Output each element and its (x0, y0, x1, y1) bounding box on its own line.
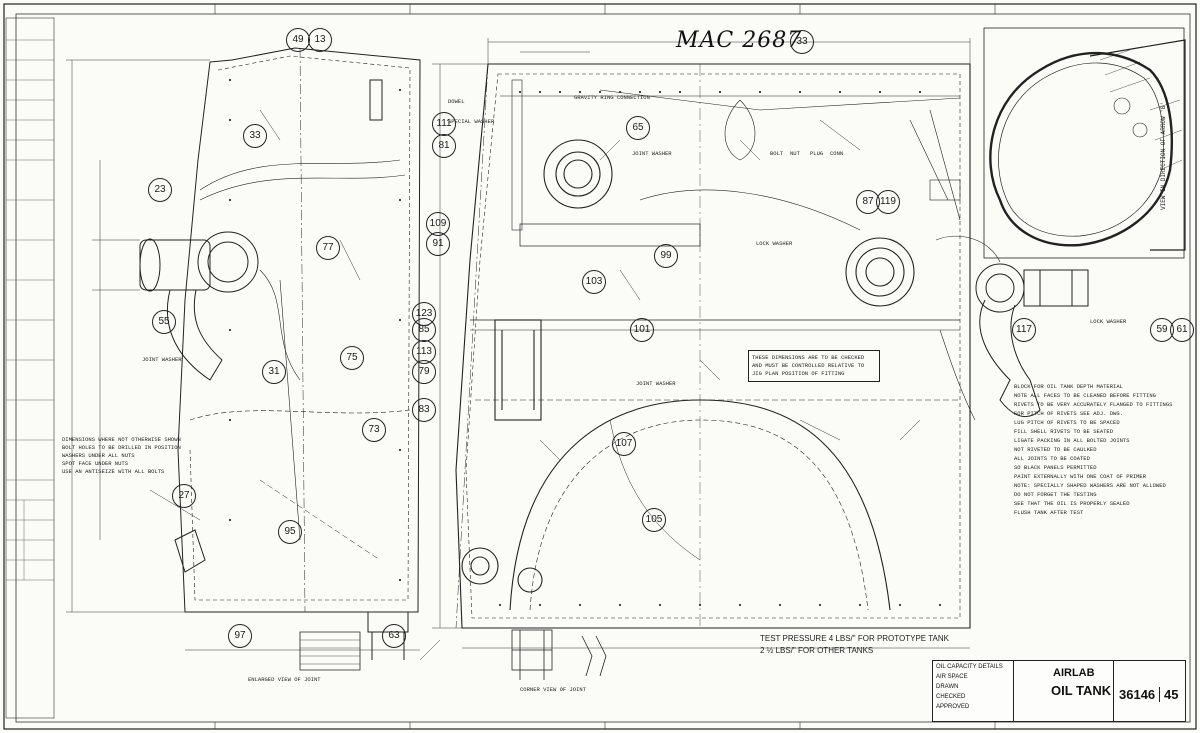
part-balloon: 95 (278, 520, 302, 544)
right-fitting-detail (935, 235, 1089, 421)
rivet-rows (228, 78, 942, 607)
part-label: PLUG (810, 150, 824, 157)
part-balloon: 61 (1170, 318, 1194, 342)
part-balloon: 55 (152, 310, 176, 334)
part-balloon: 65 (626, 116, 650, 140)
part-balloon: 77 (316, 236, 340, 260)
part-label: JOINT WASHER (636, 380, 676, 387)
leader-lines (149, 109, 921, 661)
test-pressure-note-1: TEST PRESSURE 4 LBS/" FOR PROTOTYPE TANK (760, 634, 949, 643)
inner-border (15, 13, 1191, 723)
notes-right: BLOCK FOR OIL TANK DEPTH MATERIAL NOTE A… (1014, 383, 1173, 516)
part-balloon: 99 (654, 244, 678, 268)
part-balloon: 23 (148, 178, 172, 202)
gravity-ring-note: GRAVITY RING CONNECTION (574, 94, 650, 101)
part-balloon: 33 (243, 124, 267, 148)
part-balloon: 97 (228, 624, 252, 648)
part-balloon: 119 (876, 190, 900, 214)
dimension-check-note: THESE DIMENSIONS ARE TO BE CHECKED AND M… (748, 350, 880, 382)
centre-dimensions (432, 38, 971, 649)
drawing-title-line1: AIRLAB (1053, 667, 1095, 679)
part-balloon: 49 (286, 28, 310, 52)
part-balloon: 103 (582, 270, 606, 294)
part-label: DOWEL (448, 98, 465, 105)
part-balloon: 13 (308, 28, 332, 52)
part-balloon: 63 (382, 624, 406, 648)
part-label: LOCK WASHER (1090, 318, 1127, 325)
revision-strip-lines (6, 39, 54, 581)
corner-view-label: CORNER VIEW OF JOINT (520, 686, 587, 693)
part-label: NUT (790, 150, 800, 157)
left-dimensions (66, 59, 420, 651)
revision-strip (5, 17, 55, 719)
number-cell (1113, 661, 1186, 721)
part-balloon: 75 (340, 346, 364, 370)
part-balloon: 33 (790, 30, 814, 54)
part-balloon: 85 (412, 318, 436, 342)
part-balloon: 107 (612, 432, 636, 456)
title-block-row: DRAWN (936, 684, 959, 690)
view-direction-label: VIEW IN DIRECTION OF ARROW 'B' (1160, 101, 1167, 210)
drawing-title-line2: OIL TANK (1051, 683, 1112, 698)
title-block: OIL CAPACITY DETAILS AIR SPACE DRAWN CHE… (932, 660, 1186, 722)
border-ticks (214, 4, 996, 729)
part-label: BOLT (770, 150, 784, 157)
part-label: JOINT WASHER (632, 150, 672, 157)
title-block-info (933, 661, 1014, 721)
enlarged-view-label: ENLARGED VIEW OF JOINT (248, 676, 321, 683)
part-balloon: 73 (362, 418, 386, 442)
part-balloon: 111 (432, 112, 456, 136)
part-label: LOCK WASHER (756, 240, 793, 247)
drawing-number: 36146 (1119, 687, 1156, 702)
title-block-row: APPROVED (936, 704, 970, 710)
test-pressure-note-2: 2 ½ LBS/" FOR OTHER TANKS (760, 646, 874, 655)
notes-left: DIMENSIONS WHERE NOT OTHERWISE SHOWN BOL… (62, 436, 181, 475)
sheet-number: 45 (1159, 687, 1178, 702)
part-balloon: 101 (630, 318, 654, 342)
part-balloon: 31 (262, 360, 286, 384)
handwritten-drawing-number: MAC 2687 (676, 28, 803, 53)
part-label: CONN (830, 150, 844, 157)
title-block-row: OIL CAPACITY DETAILS (936, 664, 1003, 670)
left-elevation (139, 47, 421, 660)
part-label: SPECIAL WASHER (448, 118, 495, 125)
part-balloon: 27 (172, 484, 196, 508)
part-label: JOINT WASHER (142, 356, 182, 363)
part-balloon: 91 (426, 232, 450, 256)
inset-view-b (983, 27, 1186, 259)
title-block-row: AIR SPACE (936, 674, 968, 680)
part-balloon: 79 (412, 360, 436, 384)
outer-border (3, 3, 1197, 730)
centre-plan (455, 63, 971, 629)
part-balloon: 105 (642, 508, 666, 532)
part-balloon: 117 (1012, 318, 1036, 342)
title-block-row: CHECKED (936, 694, 966, 700)
part-balloon: 81 (432, 134, 456, 158)
part-balloon: 83 (412, 398, 436, 422)
joint-detail-views (299, 629, 607, 680)
